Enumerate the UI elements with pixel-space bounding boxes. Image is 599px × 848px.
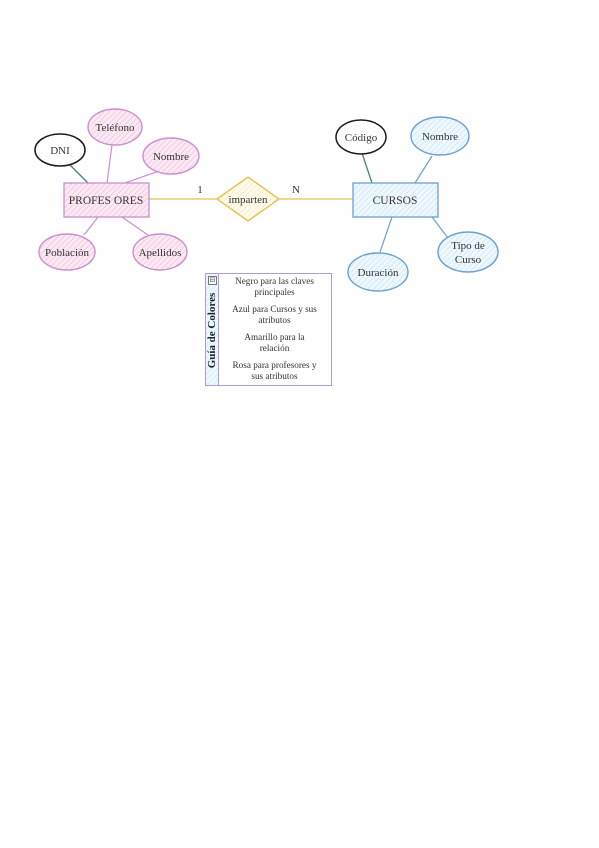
attr-poblacion[interactable]: Población: [38, 233, 96, 271]
attr-tipo-line2: Curso: [455, 254, 482, 266]
legend-items: Negro para las claves principales Azul p…: [220, 276, 329, 388]
attr-codigo-label: Código: [345, 132, 378, 144]
attr-poblacion-label: Población: [45, 247, 89, 259]
link-cursos-codigo: [361, 152, 373, 184]
link-cursos-nombre: [414, 155, 433, 184]
link-profesores-telefono: [106, 144, 113, 184]
attr-profesores-nombre[interactable]: Nombre: [142, 137, 200, 175]
attr-apellidos-label: Apellidos: [139, 247, 182, 259]
attr-apellidos[interactable]: Apellidos: [132, 233, 188, 271]
link-profesores-nombre: [124, 169, 163, 184]
attr-tipo-line1: Tipo de: [451, 240, 485, 252]
attr-cursos-nombre-label: Nombre: [422, 131, 458, 143]
attr-profesores-nombre-label: Nombre: [153, 151, 189, 163]
link-cursos-duracion: [379, 216, 393, 253]
link-profesores-poblacion: [83, 216, 99, 236]
link-profesores-dni: [69, 164, 89, 184]
legend-item: Azul para Cursos y sus atributos: [232, 304, 317, 325]
legend-title: Guía de Colores: [206, 292, 218, 369]
legend-item: Amarillo para la relación: [244, 332, 305, 353]
attr-dni-label: DNI: [50, 145, 70, 157]
connectors: [69, 144, 449, 253]
attr-duracion-label: Duración: [358, 267, 399, 279]
legend-collapse-icon[interactable]: ⊟: [208, 276, 217, 285]
attr-cursos-nombre[interactable]: Nombre: [410, 116, 470, 156]
attr-tipo-de-curso[interactable]: Tipo de Curso: [437, 231, 499, 273]
legend-item: Negro para las claves principales: [235, 276, 314, 297]
link-profesores-apellidos: [121, 216, 149, 236]
link-cursos-tipo: [431, 216, 449, 239]
attr-codigo[interactable]: Código: [335, 119, 387, 155]
attr-telefono-label: Teléfono: [96, 122, 135, 134]
color-legend: ⊟ Guía de Colores Negro para las claves …: [205, 273, 332, 386]
attr-telefono[interactable]: Teléfono: [87, 108, 143, 146]
attr-dni[interactable]: DNI: [34, 133, 86, 167]
entity-cursos[interactable]: CURSOS: [352, 182, 439, 218]
cardinality-right: N: [292, 184, 300, 196]
entity-profesores-label: PROFES ORES: [69, 195, 143, 207]
legend-title-bar: ⊟ Guía de Colores: [206, 274, 219, 385]
cardinality-left: 1: [197, 184, 203, 196]
entity-cursos-label: CURSOS: [373, 195, 418, 207]
attr-duracion[interactable]: Duración: [347, 252, 409, 292]
legend-item: Rosa para profesores y sus atributos: [232, 360, 317, 381]
relationship-imparten-label: imparten: [228, 194, 268, 206]
relationship-imparten[interactable]: imparten: [215, 176, 281, 222]
entity-profesores[interactable]: PROFES ORES: [63, 182, 150, 218]
